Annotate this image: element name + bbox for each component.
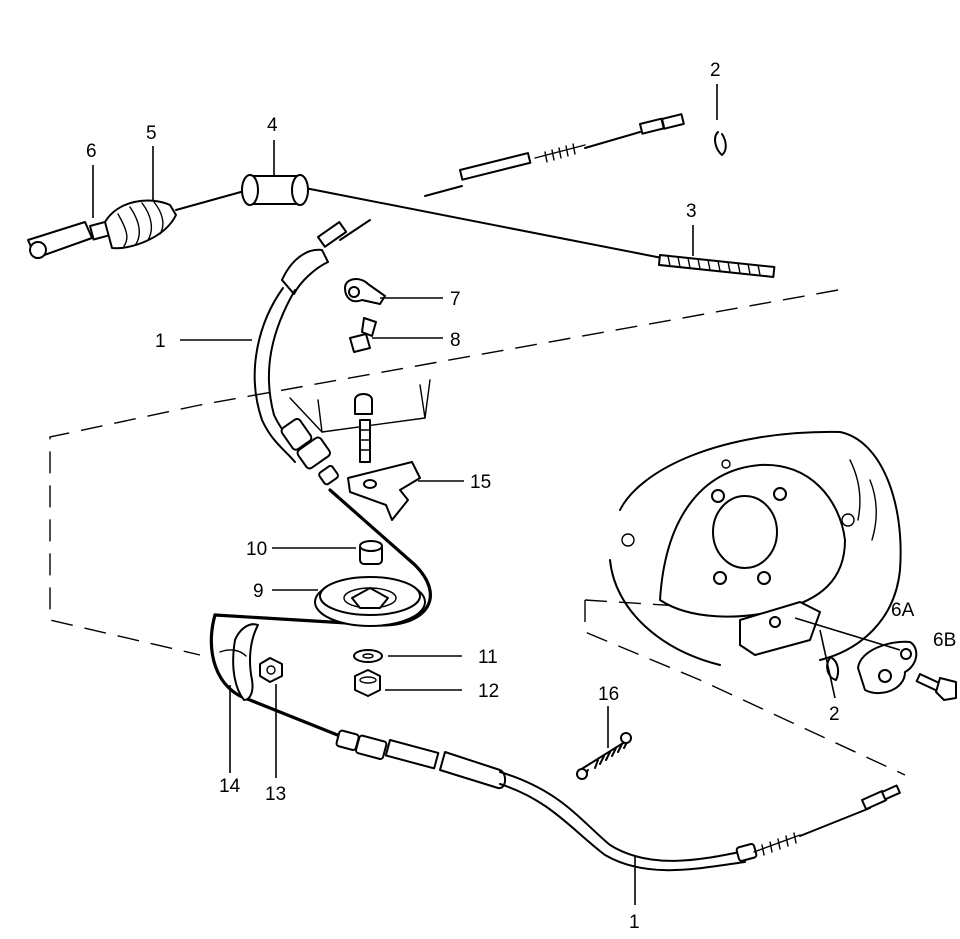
label-9: 9 — [253, 581, 264, 602]
label-8: 8 — [450, 330, 461, 351]
cable-part-1-lower — [335, 729, 901, 872]
pulley-part-9 — [314, 576, 426, 627]
label-1-top: 1 — [155, 331, 166, 352]
label-3: 3 — [686, 201, 697, 222]
nut-part-12 — [354, 669, 381, 697]
nut-part-13 — [259, 657, 283, 683]
brake-backing-plate — [609, 430, 902, 666]
label-2-top: 2 — [710, 60, 721, 81]
label-4: 4 — [267, 115, 278, 136]
label-1-bottom: 1 — [629, 912, 640, 933]
label-7: 7 — [450, 289, 461, 310]
plate-part-6A — [857, 640, 918, 695]
label-6A: 6A — [891, 600, 915, 621]
clip-part-7 — [344, 278, 386, 305]
leader-lines — [92, 84, 901, 905]
tunnel-bracket — [289, 379, 431, 463]
label-6: 6 — [86, 141, 97, 162]
label-16: 16 — [598, 684, 619, 705]
label-12: 12 — [478, 681, 499, 702]
upper-cable-end — [424, 113, 685, 197]
cable-part-1-upper — [213, 219, 432, 627]
boot-part-5 — [104, 189, 249, 250]
grommet-part-4 — [241, 174, 309, 206]
label-11: 11 — [478, 647, 498, 668]
cable-part-3 — [304, 187, 776, 278]
spring-part-16 — [576, 732, 632, 780]
guide-plate-part-15 — [347, 461, 421, 521]
label-13: 13 — [265, 784, 286, 805]
equalizer-lever-part-14 — [209, 613, 352, 742]
bolt-part-6B — [915, 673, 957, 701]
clip-part-2-top — [714, 131, 727, 156]
label-14: 14 — [219, 776, 241, 797]
bush-part-10 — [359, 540, 383, 565]
label-6B: 6B — [933, 630, 956, 651]
washer-part-11 — [353, 649, 383, 663]
label-5: 5 — [146, 123, 157, 144]
screw-part-8 — [349, 317, 377, 353]
label-10: 10 — [246, 539, 267, 560]
dashed-reference-lines — [49, 289, 906, 776]
label-15: 15 — [470, 472, 491, 493]
handle-part-6 — [27, 219, 116, 259]
part-labels: 6 5 4 2 3 1 7 8 15 10 9 11 12 14 13 16 1… — [86, 60, 956, 933]
label-2-right: 2 — [829, 704, 840, 725]
